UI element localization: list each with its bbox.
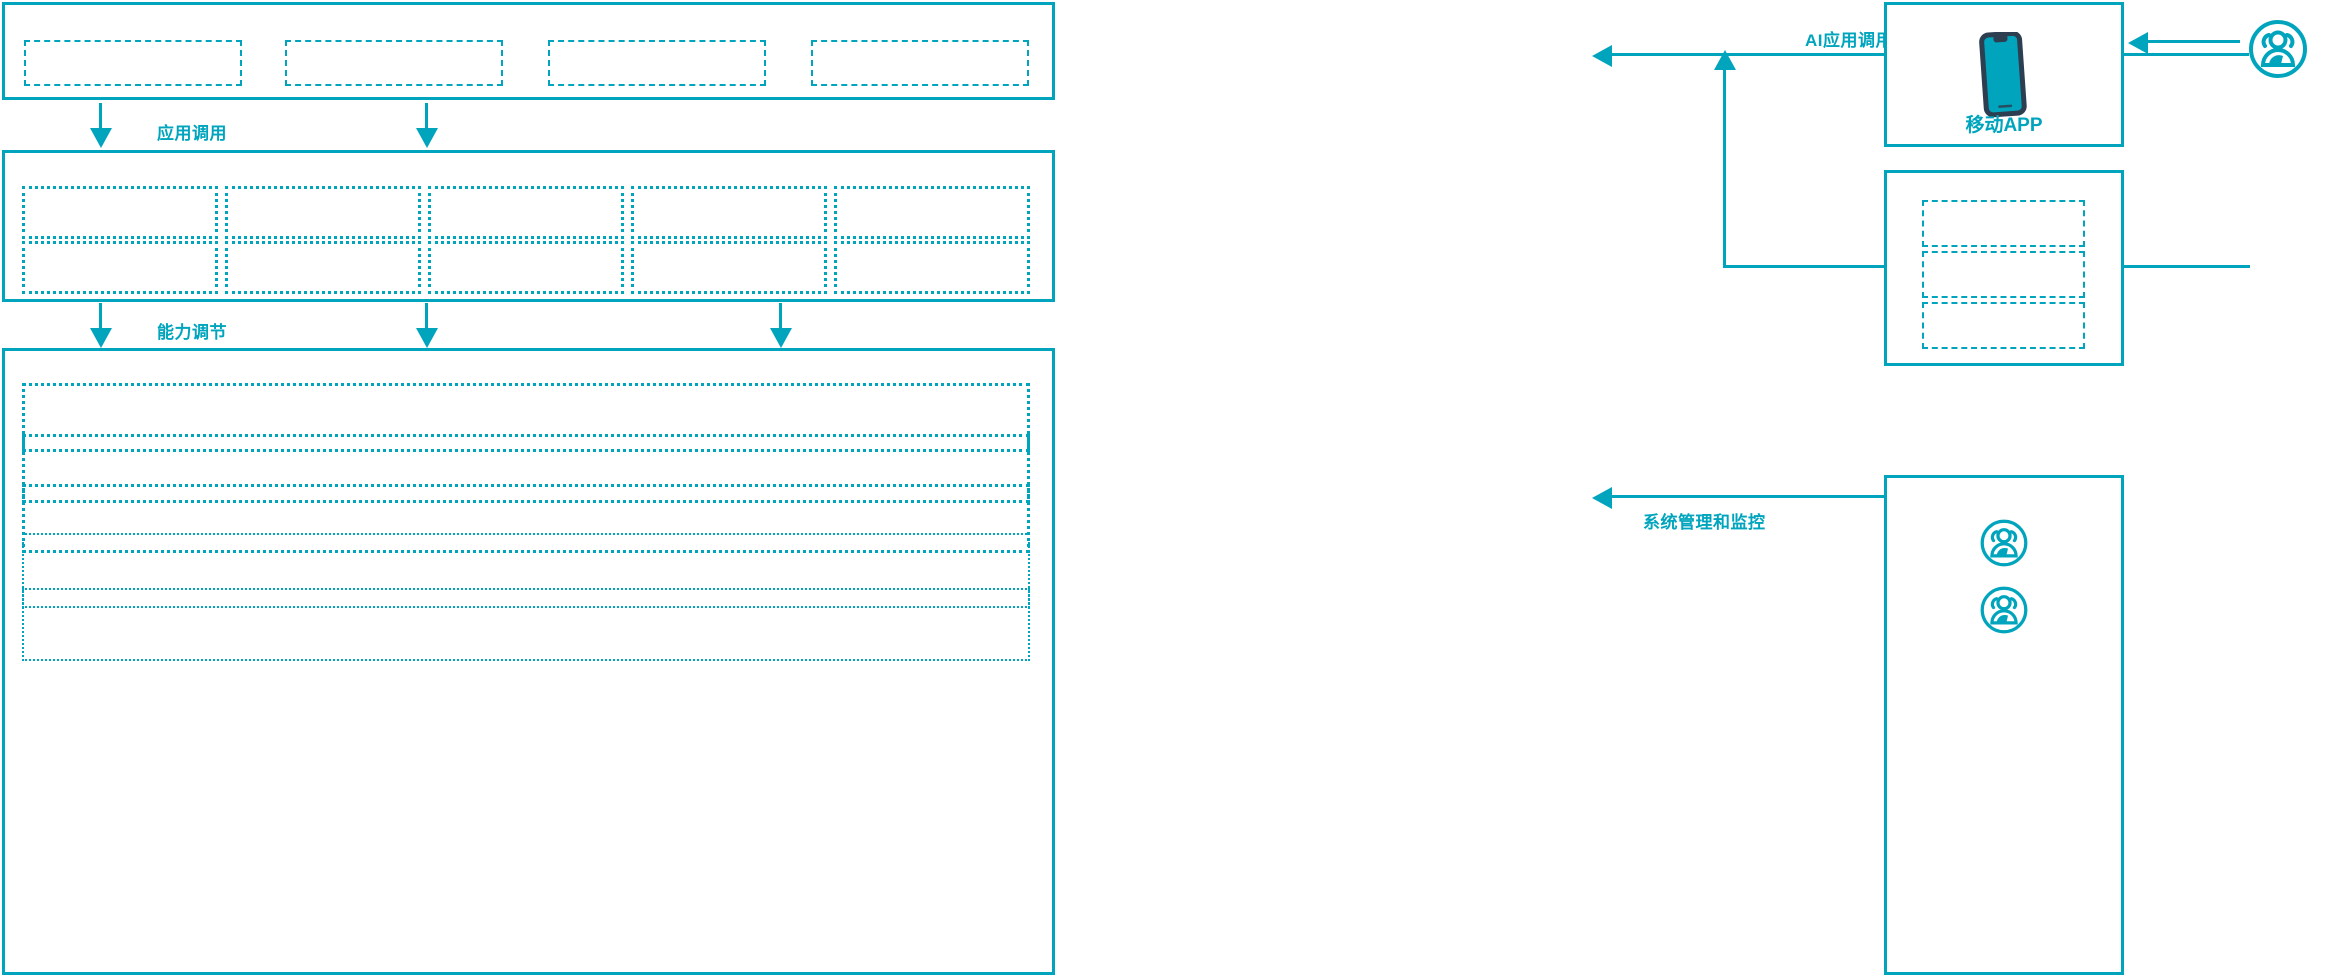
capability-layer-cell-9[interactable] xyxy=(631,241,827,294)
operations-user-group-icon-2 xyxy=(1979,585,2029,635)
ai-app-return-vertical-line xyxy=(1723,68,1726,268)
platform-layer-panel xyxy=(2,348,1055,975)
channel-panel-cell-1[interactable] xyxy=(1922,200,2085,247)
capability-layer-cell-8[interactable] xyxy=(428,241,624,294)
capability-layer-cell-3[interactable] xyxy=(428,186,624,239)
capability-layer-cell-1[interactable] xyxy=(22,186,218,239)
capability-layer-cell-5[interactable] xyxy=(834,186,1030,239)
smartphone-icon xyxy=(1978,30,2030,118)
mobile-app-panel xyxy=(1884,2,2124,147)
capability-layer-cell-2[interactable] xyxy=(225,186,421,239)
operations-panel xyxy=(1884,475,2124,975)
ai-app-call-label: AI应用调用 xyxy=(1805,31,1893,50)
capability-call-arrow-2 xyxy=(416,328,438,348)
app-call-connector-left-line xyxy=(99,103,102,140)
capability-layer-cell-10[interactable] xyxy=(834,241,1030,294)
capability-call-label: 能力调节 xyxy=(157,323,227,342)
platform-layer-cell-5[interactable] xyxy=(22,588,1030,661)
sys-admin-label: 系统管理和监控 xyxy=(1643,513,1766,532)
sys-admin-arrow xyxy=(1592,487,1612,509)
app-call-label: 应用调用 xyxy=(157,124,227,143)
capability-call-connector-line-2 xyxy=(425,303,428,340)
platform-layer-cell-4[interactable] xyxy=(22,533,1030,608)
capability-call-connector-line-3 xyxy=(779,303,782,340)
capability-call-arrow-1 xyxy=(90,328,112,348)
application-layer-cell-4[interactable] xyxy=(811,40,1029,86)
capability-layer-cell-6[interactable] xyxy=(22,241,218,294)
app-call-arrow-left xyxy=(90,128,112,148)
sys-admin-line xyxy=(1612,495,1884,498)
capability-layer-panel xyxy=(2,150,1055,302)
external-user-to-app-arrow xyxy=(2128,32,2148,54)
application-layer-cell-1[interactable] xyxy=(24,40,242,86)
platform-layer-cell-1[interactable] xyxy=(22,383,1030,452)
application-layer-panel xyxy=(2,2,1055,100)
platform-layer-cell-2[interactable] xyxy=(22,434,1030,503)
ai-app-return-arrow xyxy=(1714,50,1736,70)
platform-layer-cell-3[interactable] xyxy=(22,484,1030,553)
application-layer-cell-2[interactable] xyxy=(285,40,503,86)
external-user-to-app-line xyxy=(2148,40,2240,43)
channel-panel-cell-3[interactable] xyxy=(1922,302,2085,349)
capability-layer-cell-4[interactable] xyxy=(631,186,827,239)
capability-call-arrow-3 xyxy=(770,328,792,348)
channel-panel-cell-2[interactable] xyxy=(1922,251,2085,298)
application-layer-cell-3[interactable] xyxy=(548,40,766,86)
app-call-arrow-right xyxy=(416,128,438,148)
external-user-group-icon xyxy=(2247,18,2309,80)
mobile-app-caption: 移动APP xyxy=(1965,115,2043,136)
app-call-connector-right-line xyxy=(425,103,428,140)
capability-layer-cell-7[interactable] xyxy=(225,241,421,294)
capability-call-connector-line-1 xyxy=(99,303,102,340)
ai-app-call-arrow xyxy=(1592,45,1612,67)
operations-user-group-icon-1 xyxy=(1979,518,2029,568)
